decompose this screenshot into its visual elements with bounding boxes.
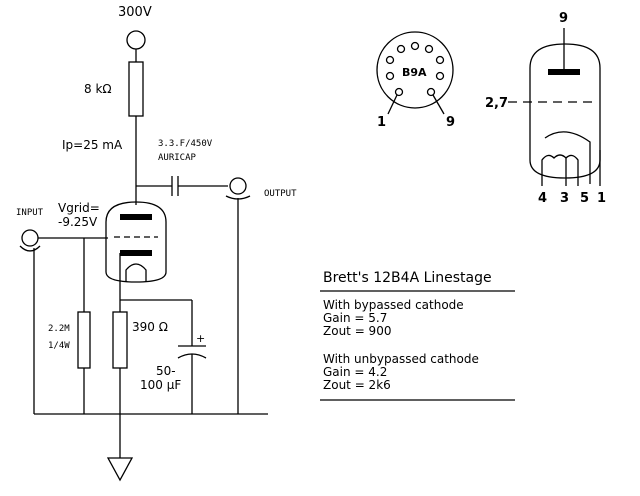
grid-resistor-value: 2.2M [48,324,70,334]
info-unbypassed-gain: Gain = 4.2 [323,365,387,379]
socket-pin-hole [385,71,395,81]
socket-pin-hole [385,55,395,65]
info-bypassed-heading: With bypassed cathode [323,298,464,312]
cathode-resistor [112,311,128,369]
grid-resistor [77,311,91,369]
socket-pin-hole [394,87,404,97]
tube-pin-bottom-label: 1 [597,191,606,206]
tube-pin-bottom-label: 5 [580,191,589,206]
triode-envelope [105,201,167,283]
socket-pin9-pointer [432,94,445,115]
socket-pin-hole [410,41,420,51]
grid-resistor-power: 1/4W [48,341,70,351]
cathode-resistor-label: 390 Ω [132,320,168,334]
socket-pin-hole [435,55,445,65]
ground-symbol [106,457,134,482]
cathode-cap-polarity: + [196,332,205,345]
cathode-cap-value-2: 100 µF [140,378,181,392]
socket-type-label: B9A [402,66,427,79]
socket-pin1-pointer [387,94,398,115]
supply-voltage-label: 300V [118,5,152,20]
socket-outline [376,31,454,109]
tube-pin-bottom-label: 4 [538,191,547,206]
supply-terminal [126,30,146,50]
output-label: OUTPUT [264,189,297,199]
input-jack [21,229,39,247]
socket-pin-hole [426,87,436,97]
plate-resistor-label: 8 kΩ [84,82,112,96]
tube-pin-grid-label: 2,7 [485,96,508,111]
tube-cathode [544,131,591,184]
tube-pin-bottom-label: 3 [560,191,569,206]
grid-bias-label-1: Vgrid= [58,201,100,215]
info-unbypassed-heading: With unbypassed cathode [323,352,479,366]
plate-resistor [128,61,144,117]
info-title: Brett's 12B4A Linestage [323,270,492,286]
triode-heater [125,263,147,282]
input-jack-shell [19,245,41,252]
cathode-cap-value-1: 50- [156,364,176,378]
tube-heater [541,154,579,186]
socket-pin-hole [396,44,406,54]
info-bypassed-zout: Zout = 900 [323,324,391,338]
socket-pin-hole [424,44,434,54]
input-label: INPUT [16,208,44,218]
socket-pin-hole [435,71,445,81]
tube-envelope [529,43,601,179]
socket-pin-left-label: 1 [377,115,386,130]
grid-bias-label-2: -9.25V [58,215,98,229]
tube-pin-top-label: 9 [559,11,568,26]
socket-pin-right-label: 9 [446,115,455,130]
info-bypassed-gain: Gain = 5.7 [323,311,387,325]
coupling-cap-type: AURICAP [158,153,197,163]
plate-current-label: Ip=25 mA [62,138,123,152]
output-jack [229,177,247,195]
coupling-cap-rating: 3.3.F/450V [158,139,213,149]
info-unbypassed-zout: Zout = 2k6 [323,378,391,392]
